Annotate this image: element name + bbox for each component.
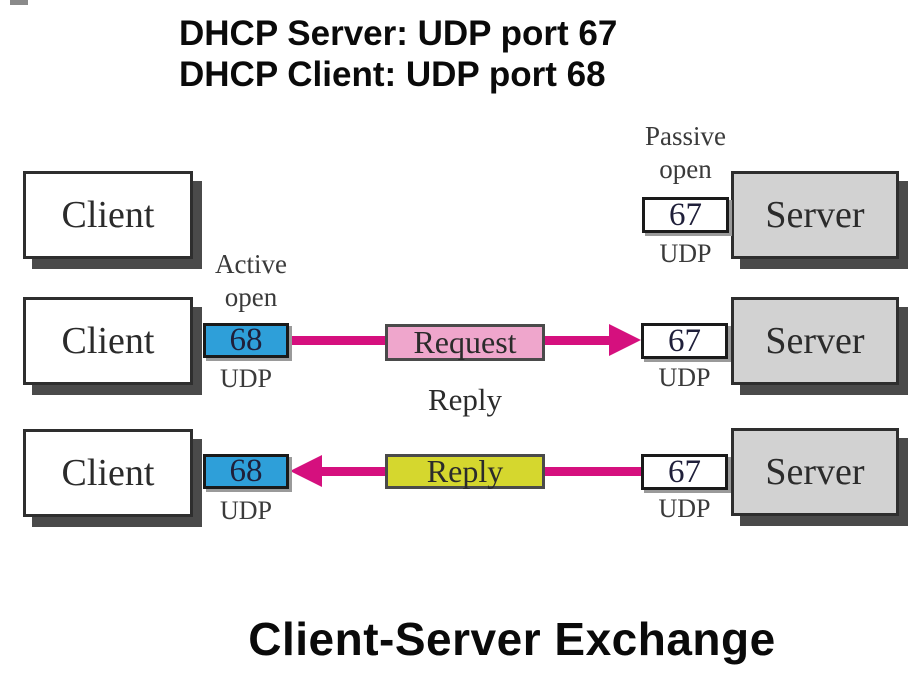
client-port-box-row2: 68 bbox=[203, 322, 289, 358]
server-port-box-row2: 67 bbox=[641, 323, 728, 359]
reply-message-box: Reply bbox=[385, 453, 545, 489]
server-label-row3: Server bbox=[765, 451, 865, 493]
top-title-line1: DHCP Server: UDP port 67 bbox=[179, 14, 618, 53]
reply-arrowhead-icon bbox=[290, 455, 322, 487]
request-message-box: Request bbox=[385, 324, 545, 361]
udp-label-server-row3: UDP bbox=[658, 494, 711, 523]
active-open-line2: open bbox=[224, 282, 278, 312]
active-open-annotation: Active open bbox=[195, 248, 307, 314]
request-message-label: Request bbox=[413, 324, 517, 360]
server-port-box-row1: 67 bbox=[642, 197, 729, 233]
udp-label-client-row2: UDP bbox=[219, 364, 272, 393]
client-box-row1: Client bbox=[23, 171, 193, 259]
reply-message-label: Reply bbox=[426, 453, 504, 489]
passive-open-annotation: Passive open bbox=[628, 120, 743, 186]
server-port-number-row3: 67 bbox=[668, 453, 701, 490]
server-port-number-row1: 67 bbox=[669, 196, 702, 233]
scan-artifact-mark bbox=[10, 0, 28, 5]
client-label-row3: Client bbox=[61, 452, 155, 494]
client-port-number-row3: 68 bbox=[229, 453, 263, 489]
udp-label-server-row1: UDP bbox=[659, 239, 712, 268]
client-port-number-row2: 68 bbox=[229, 322, 263, 358]
client-port-box-row3: 68 bbox=[203, 453, 289, 489]
reply-caption: Reply bbox=[427, 382, 503, 417]
request-arrowhead-icon bbox=[609, 324, 641, 356]
client-label-row2: Client bbox=[61, 320, 155, 362]
client-label-row1: Client bbox=[61, 194, 155, 236]
server-box-row2: Server bbox=[731, 297, 899, 385]
server-port-box-row3: 67 bbox=[641, 454, 728, 490]
server-label-row2: Server bbox=[765, 320, 865, 362]
server-port-number-row2: 67 bbox=[668, 322, 701, 359]
passive-open-line2: open bbox=[659, 154, 712, 184]
client-box-row2: Client bbox=[23, 297, 193, 385]
client-box-row3: Client bbox=[23, 429, 193, 517]
diagram-title: Client-Server Exchange bbox=[248, 613, 776, 665]
passive-open-line1: Passive bbox=[645, 121, 726, 151]
server-box-row1: Server bbox=[731, 171, 899, 259]
active-open-line1: Active bbox=[215, 249, 287, 279]
top-title-line2: DHCP Client: UDP port 68 bbox=[179, 55, 606, 94]
udp-label-server-row2: UDP bbox=[658, 363, 711, 392]
udp-label-client-row3: UDP bbox=[219, 496, 272, 525]
server-box-row3: Server bbox=[731, 428, 899, 516]
top-title: DHCP Server: UDP port 67 DHCP Client: UD… bbox=[179, 13, 617, 95]
server-label-row1: Server bbox=[765, 194, 865, 236]
